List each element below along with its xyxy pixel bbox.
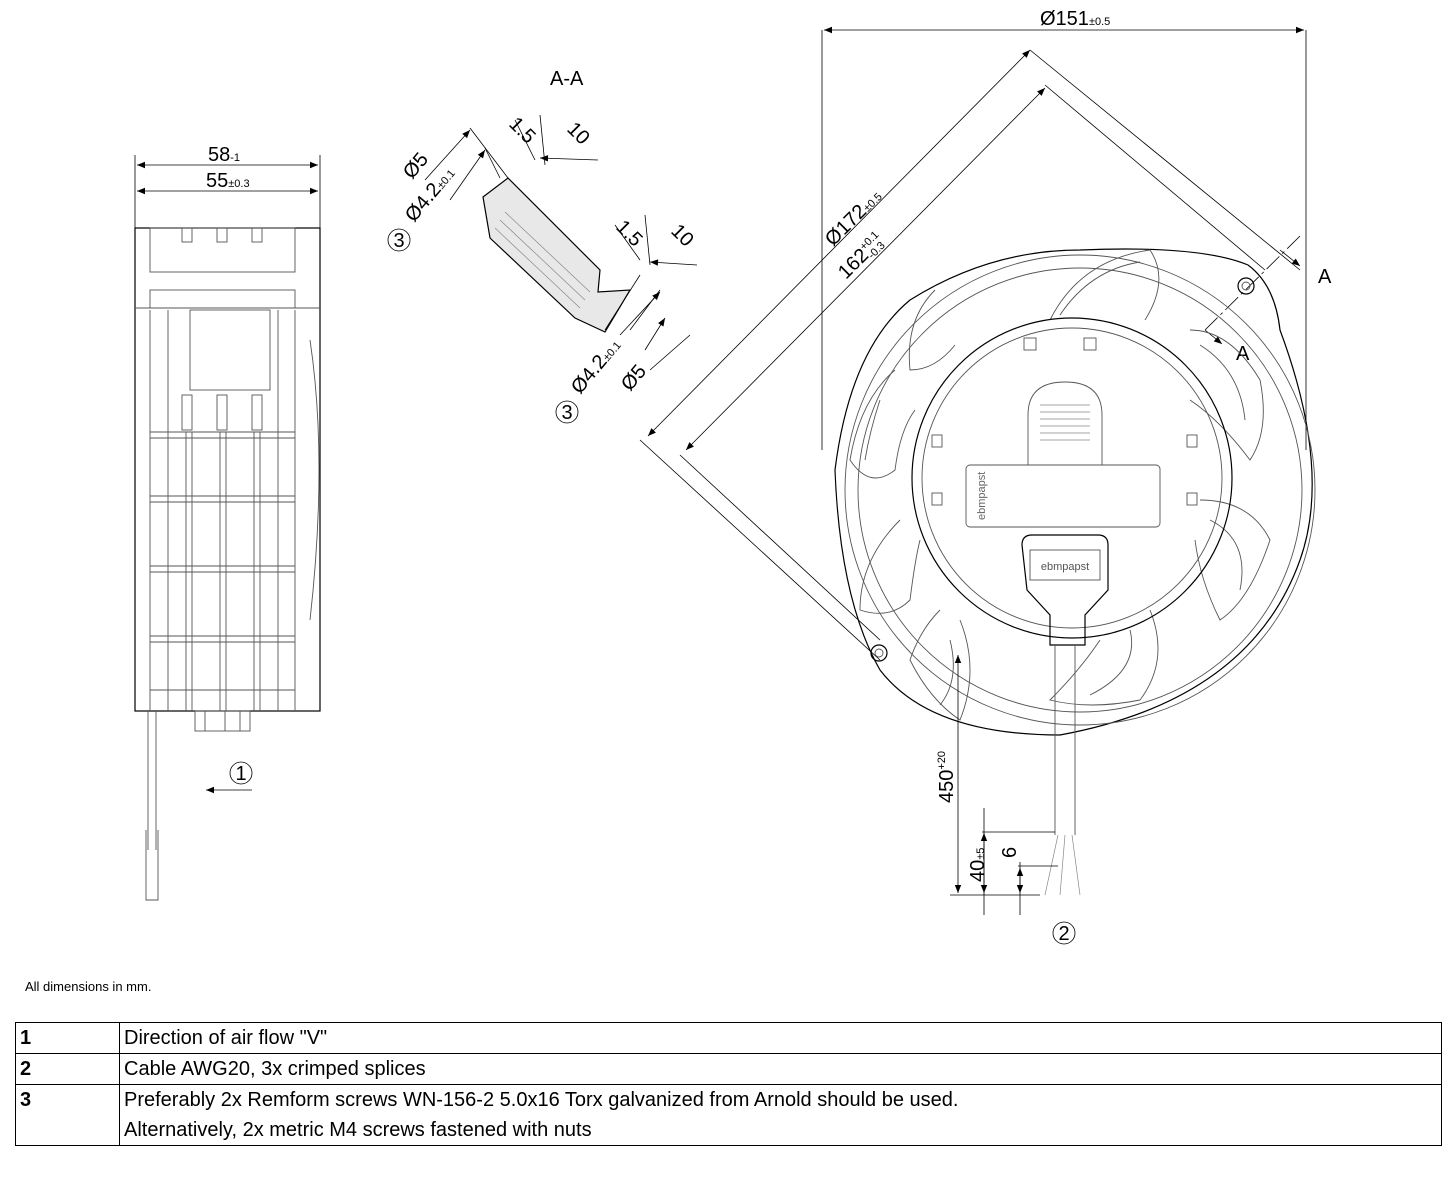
label-plate <box>965 464 1161 528</box>
side-view: 58-1 55±0.3 <box>134 144 321 901</box>
section-mark-a-1: A <box>1318 266 1332 288</box>
legend-text: Cable AWG20, 3x crimped splices <box>119 1053 1442 1085</box>
cable-connector <box>1021 534 1109 646</box>
callout-2: 2 <box>1058 923 1069 945</box>
legend-text: Direction of air flow "V" <box>119 1022 1442 1054</box>
dim-450: 450+20 <box>936 751 958 803</box>
legend-line: Alternatively, 2x metric M4 screws faste… <box>124 1119 592 1141</box>
dim-55: 55±0.3 <box>206 170 250 192</box>
legend-num: 1 <box>15 1022 120 1054</box>
dim-6: 6 <box>999 847 1021 858</box>
callout-1: 1 <box>235 763 246 785</box>
section-a-a: A-A Ø5 Ø4.2±0.1 1.5 10 3 1.5 10 Ø4 <box>387 68 698 424</box>
legend-row: 2 Cable AWG20, 3x crimped splices <box>15 1053 1442 1085</box>
legend-num: 3 <box>15 1084 120 1146</box>
callout-3-top: 3 <box>393 230 404 252</box>
brand-label-plate: ebmpapst <box>976 472 988 520</box>
legend-text: Preferably 2x Remform screws WN-156-2 5.… <box>119 1084 1442 1146</box>
dim-15-bottom: 1.5 <box>611 216 646 251</box>
dim-d5-bottom: Ø5 <box>617 361 651 396</box>
fan-blades <box>849 249 1271 721</box>
dim-15-top: 1.5 <box>504 113 539 148</box>
dim-d5-top: Ø5 <box>399 149 433 184</box>
fan-housing-side <box>134 227 321 712</box>
legend-row: 3 Preferably 2x Remform screws WN-156-2 … <box>15 1084 1442 1146</box>
callout-3-bottom: 3 <box>561 402 572 424</box>
legend-table: 1 Direction of air flow "V" 2 Cable AWG2… <box>15 1022 1442 1146</box>
motor-hub <box>911 317 1233 639</box>
units-note: All dimensions in mm. <box>25 979 152 994</box>
legend-num: 2 <box>15 1053 120 1085</box>
dim-10-top: 10 <box>562 118 593 149</box>
dim-10-bottom: 10 <box>666 220 697 251</box>
dim-58: 58-1 <box>208 144 240 166</box>
mount-hole-bottom <box>870 644 888 662</box>
section-title: A-A <box>550 68 584 90</box>
dim-d42-bottom: Ø4.2±0.1 <box>567 335 625 399</box>
section-mark-a-2: A <box>1236 343 1250 365</box>
dim-d151: Ø151±0.5 <box>1040 8 1110 30</box>
dim-40: 40±5 <box>967 848 989 882</box>
mount-hole-top <box>1237 277 1255 295</box>
legend-row: 1 Direction of air flow "V" <box>15 1022 1442 1054</box>
fan-housing-front <box>834 248 1313 736</box>
section-body <box>482 177 632 333</box>
front-view: Ø151±0.5 Ø172±0.5 162+0.1-0.3 A A <box>639 8 1332 945</box>
legend-line: Preferably 2x Remform screws WN-156-2 5.… <box>124 1089 959 1111</box>
brand-label-connector: ebmpapst <box>1041 561 1089 573</box>
